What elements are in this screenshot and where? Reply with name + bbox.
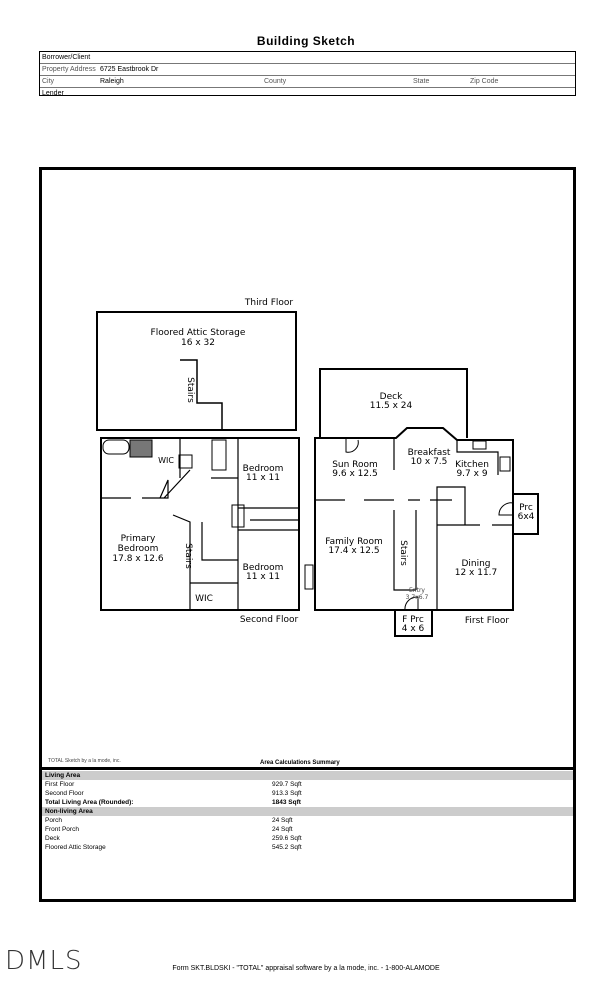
attic-label: Floored Attic Storage [151,328,246,338]
bedroom1-label: Bedroom [243,464,284,474]
deck-label: Deck [380,392,403,402]
family-room-dim: 17.4 x 12.5 [328,546,379,556]
family-room-label: Family Room [325,537,382,547]
entry-label: Entry [409,587,425,594]
sunroom-label: Sun Room [332,460,378,470]
second-floor-interior [101,438,299,610]
summary-title: Area Calculations Summary [260,760,340,766]
kitchen-dim: 9.7 x 9 [456,469,487,479]
address-value: 6725 Eastbrook Dr [100,66,159,73]
bedroom2-dim: 11 x 11 [246,572,280,582]
wic2-label: WIC [195,594,213,604]
front-porch-label: F Prc [402,615,424,625]
county-label: County [264,78,287,85]
kitchen-label: Kitchen [455,460,489,470]
walls [96,311,539,637]
second-stairs-label: Stairs [183,543,193,569]
dining-label: Dining [461,559,490,569]
attic-dim: 16 x 32 [181,338,215,348]
front-porch-dim: 4 x 6 [402,624,425,634]
city-label: City [42,78,55,85]
front-porch-outline [394,609,433,637]
lender-label: Lender [42,90,64,97]
sketch-credit: TOTAL Sketch by a la mode, inc. [48,758,121,764]
third-floor-label: Third Floor [244,298,294,308]
porch-outline [512,493,539,535]
first-floor-label: First Floor [465,616,509,626]
total-row: Total Living Area (Rounded):1843 Sqft [45,799,301,806]
attic-stairs-outline [180,359,223,430]
breakfast-dim: 10 x 7.5 [411,457,448,467]
attic-stairs-label: Stairs [185,377,195,403]
borrower-label: Borrower/Client [42,54,91,61]
deck-outline [319,368,468,438]
first-stairs-label: Stairs [398,540,408,566]
address-label: Property Address [42,66,96,73]
breakfast-label: Breakfast [408,448,451,458]
porch-dim: 6x4 [518,512,535,522]
first-floor-interior [315,438,513,610]
sketch-frame [39,167,576,902]
city-value: Raleigh [100,78,124,85]
attic-outline [96,311,297,431]
second-floor-outline [100,437,300,611]
summary-divider [42,767,573,770]
second-floor-label: Second Floor [240,615,299,625]
form-footer: Form SKT.BLDSKI - "TOTAL" appraisal soft… [172,965,440,972]
property-header: Borrower/Client Property Address 6725 Eas… [39,51,576,97]
sunroom-dim: 9.6 x 12.5 [332,469,377,479]
primary-dim: 17.8 x 12.6 [112,554,163,564]
zip-label: Zip Code [470,78,499,85]
bedroom1-dim: 11 x 11 [246,473,280,483]
dining-dim: 12 x 11.7 [455,568,498,578]
dmls-watermark-logo: DMLS [5,946,83,976]
state-label: State [413,78,430,85]
page-title: Building Sketch [256,34,356,48]
porch-label: Prc [519,503,533,513]
deck-dim: 11.5 x 24 [370,401,413,411]
primary-label: Primary [121,534,156,544]
nonliving-area-heading: Non-living Area [42,807,573,816]
entry-dim: 3.7x6.7 [406,594,429,601]
bedroom2-label: Bedroom [243,563,284,573]
primary-label-2: Bedroom [118,544,159,554]
living-area-heading: Living Area [42,771,573,780]
wic-label: WIC [158,456,174,465]
